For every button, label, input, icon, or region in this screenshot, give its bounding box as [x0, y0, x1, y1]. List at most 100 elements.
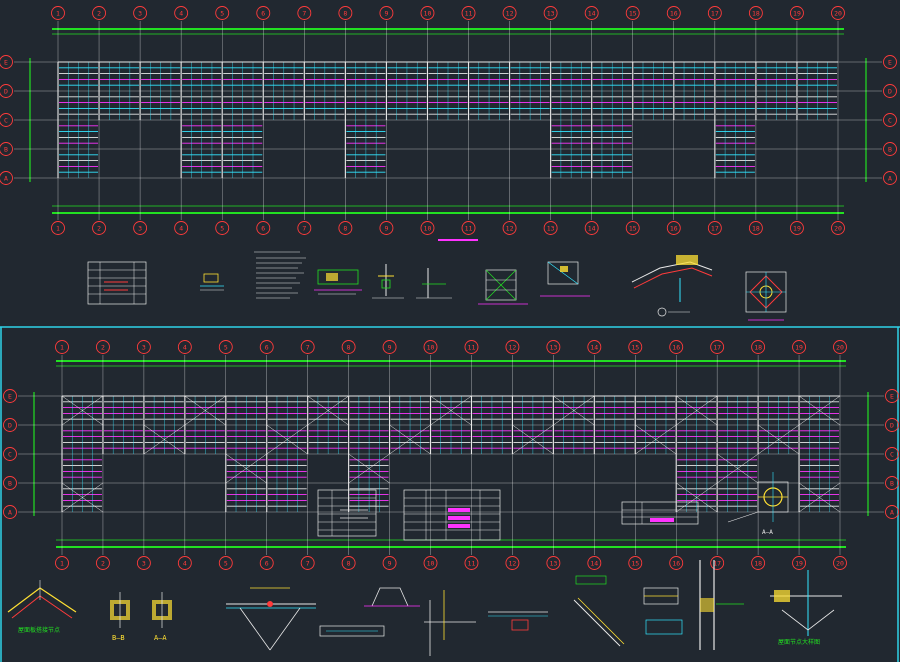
bracing-member: [143, 424, 185, 455]
axis-bubble-label: 18: [752, 10, 760, 18]
bracing-member: [512, 424, 554, 455]
axis-bubble-label: 3: [138, 10, 142, 18]
section-b-label: B—B: [112, 634, 125, 642]
top-detail-strip: [87, 239, 787, 321]
axis-bubble-label: 14: [588, 10, 596, 18]
connection-detail-2: [372, 264, 404, 299]
column-axis-bubble-5: 5: [215, 221, 230, 235]
axis-bubble-label: E: [888, 59, 892, 67]
axis-bubble-label: 19: [795, 344, 803, 352]
column-axis-bubble-17: 17: [710, 556, 725, 570]
axis-bubble-circle: [546, 556, 561, 570]
axis-bubble-label: 15: [629, 10, 637, 18]
material-table-top: [87, 261, 147, 305]
axis-bubble-circle: [464, 556, 479, 570]
bracing-member: [61, 395, 104, 426]
axis-bubble-label: 16: [670, 225, 678, 233]
axis-bubble-label: 18: [754, 344, 762, 352]
axis-bubble-circle: [297, 221, 312, 235]
axis-bubble-label: 20: [836, 344, 844, 352]
roof-panel-lap-detail: 屋面板搭接节点: [7, 580, 77, 634]
axis-bubble-circle: [833, 340, 847, 354]
bracing-member: [184, 395, 226, 426]
axis-bubble-circle: [792, 556, 807, 570]
axis-bubble-circle: [218, 556, 233, 570]
bracing-member: [757, 424, 800, 455]
axis-bubble-label: 19: [795, 560, 803, 568]
column-axis-bubble-12: 12: [502, 6, 517, 20]
row-axis-bubble-A: A: [3, 505, 17, 519]
axis-bubble-label: 8: [343, 10, 347, 18]
column-axis-bubble-17: 17: [707, 221, 722, 235]
axis-bubble-circle: [338, 221, 353, 235]
axis-bubble-label: D: [4, 88, 8, 96]
column-axis-bubble-15: 15: [625, 221, 640, 235]
axis-bubble-circle: [95, 340, 110, 354]
tie-bar-detail: [643, 560, 744, 650]
axis-bubble-circle: [136, 340, 151, 354]
row-axis-bubble-B: B: [3, 476, 17, 490]
axis-bubble-label: 17: [711, 225, 719, 233]
roof-node-caption: 屋面节点大样图: [778, 638, 820, 646]
axis-bubble-label: 2: [97, 225, 101, 233]
axis-bubble-circle: [461, 6, 476, 20]
axis-bubble-circle: [883, 55, 897, 69]
axis-bubble-circle: [885, 447, 899, 461]
axis-bubble-circle: [297, 6, 312, 20]
bracing-member: [717, 453, 759, 484]
row-axis-bubble-B: B: [0, 142, 13, 156]
column-axis-bubble-13: 13: [543, 221, 558, 235]
axis-bubble-label: 5: [224, 344, 228, 352]
axis-bubble-label: 14: [590, 344, 598, 352]
axis-bubble-label: 2: [97, 10, 101, 18]
column-axis-bubble-19: 19: [789, 6, 804, 20]
row-axis-bubble-C: C: [885, 447, 899, 461]
bracing-member: [798, 395, 841, 426]
column-axis-bubble-5: 5: [215, 6, 230, 20]
axis-bubble-circle: [502, 221, 517, 235]
bottom-detail-strip: 屋面板搭接节点 B—B A—A: [7, 472, 842, 656]
axis-bubble-label: 5: [224, 560, 228, 568]
axis-bubble-label: 10: [424, 10, 432, 18]
column-axis-bubble-6: 6: [259, 556, 274, 570]
column-axis-bubble-13: 13: [543, 6, 558, 20]
axis-bubble-label: 3: [138, 225, 142, 233]
axis-bubble-circle: [584, 221, 599, 235]
axis-bubble-circle: [751, 556, 766, 570]
column-axis-bubble-3: 3: [136, 340, 151, 354]
axis-bubble-label: 10: [427, 560, 435, 568]
column-axis-bubble-12: 12: [502, 221, 517, 235]
row-axis-bubble-E: E: [883, 55, 897, 69]
row-axis-bubble-A: A: [0, 171, 13, 185]
axis-bubble-label: 4: [179, 225, 183, 233]
column-axis-bubble-15: 15: [628, 340, 643, 354]
column-axis-bubble-6: 6: [256, 6, 271, 20]
axis-bubble-label: 10: [424, 225, 432, 233]
axis-bubble-label: 1: [56, 225, 60, 233]
axis-bubble-circle: [883, 142, 897, 156]
axis-bubble-label: 9: [384, 10, 388, 18]
axis-bubble-circle: [707, 6, 722, 20]
axis-bubble-circle: [883, 171, 897, 185]
axis-bubble-circle: [3, 505, 17, 519]
axis-bubble-circle: [461, 221, 476, 235]
frame-bottom-bar: [52, 212, 844, 214]
axis-bubble-label: 2: [101, 344, 105, 352]
axis-bubble-circle: [505, 340, 520, 354]
axis-bubble-label: C: [888, 117, 892, 125]
axis-bubble-label: 17: [713, 560, 721, 568]
axis-bubble-circle: [831, 221, 845, 235]
axis-bubble-circle: [382, 340, 397, 354]
column-axis-bubble-2: 2: [95, 556, 110, 570]
column-axis-bubble-2: 2: [92, 6, 107, 20]
top-plan-members: [57, 61, 838, 178]
axis-bubble-circle: [789, 6, 804, 20]
axis-bubble-circle: [584, 6, 599, 20]
connection-detail-1: [314, 269, 362, 295]
column-axis-bubble-8: 8: [341, 340, 356, 354]
axis-bubble-label: 8: [347, 344, 351, 352]
axis-bubble-label: 3: [142, 560, 146, 568]
column-axis-bubble-16: 16: [666, 221, 681, 235]
axis-bubble-label: B: [8, 480, 12, 488]
